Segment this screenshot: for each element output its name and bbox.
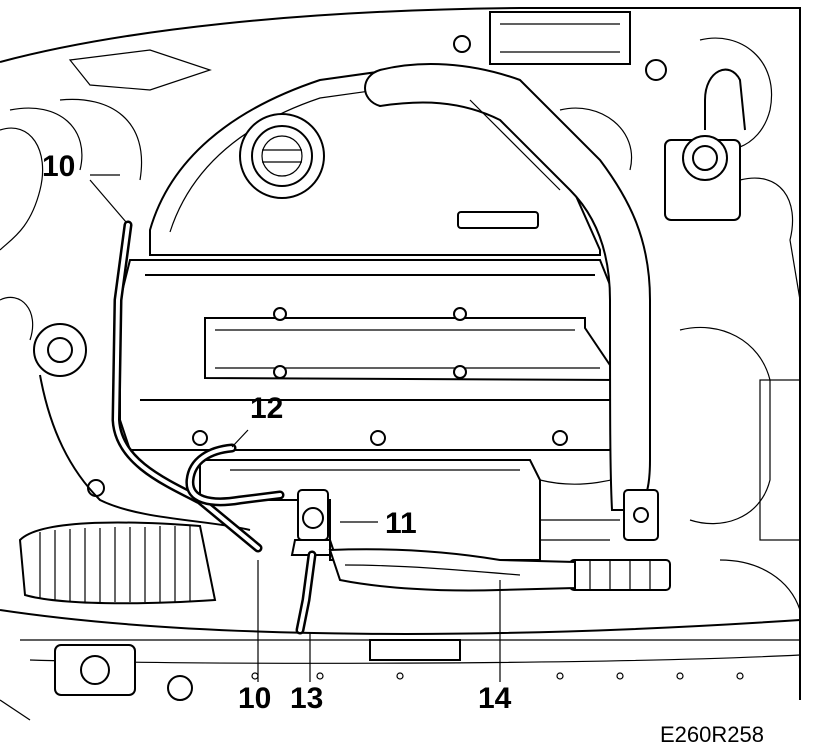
bottom-crossmember xyxy=(54,639,744,701)
callout-10-bottom: 10 xyxy=(238,682,271,715)
valve-11 xyxy=(290,489,337,556)
engine-bay-outline xyxy=(0,7,801,721)
figure-id: E260R258 xyxy=(660,722,764,747)
callout-14: 14 xyxy=(478,682,512,715)
hose-13 xyxy=(295,550,317,635)
leader-lines xyxy=(89,174,501,682)
left-mount-bracket xyxy=(33,323,251,531)
callout-13: 13 xyxy=(290,682,323,715)
coolant-reservoir xyxy=(664,68,746,221)
intake-pipe xyxy=(364,63,651,511)
callout-12: 12 xyxy=(250,392,283,425)
hose-connector-right xyxy=(569,489,671,591)
hose-14 xyxy=(328,548,576,592)
air-intake-hose xyxy=(18,521,217,605)
callout-10-top: 10 xyxy=(42,150,75,183)
valve-cover xyxy=(119,259,622,451)
fuse-box xyxy=(453,11,667,81)
callout-11: 11 xyxy=(385,507,417,540)
hose-12 xyxy=(185,443,285,507)
